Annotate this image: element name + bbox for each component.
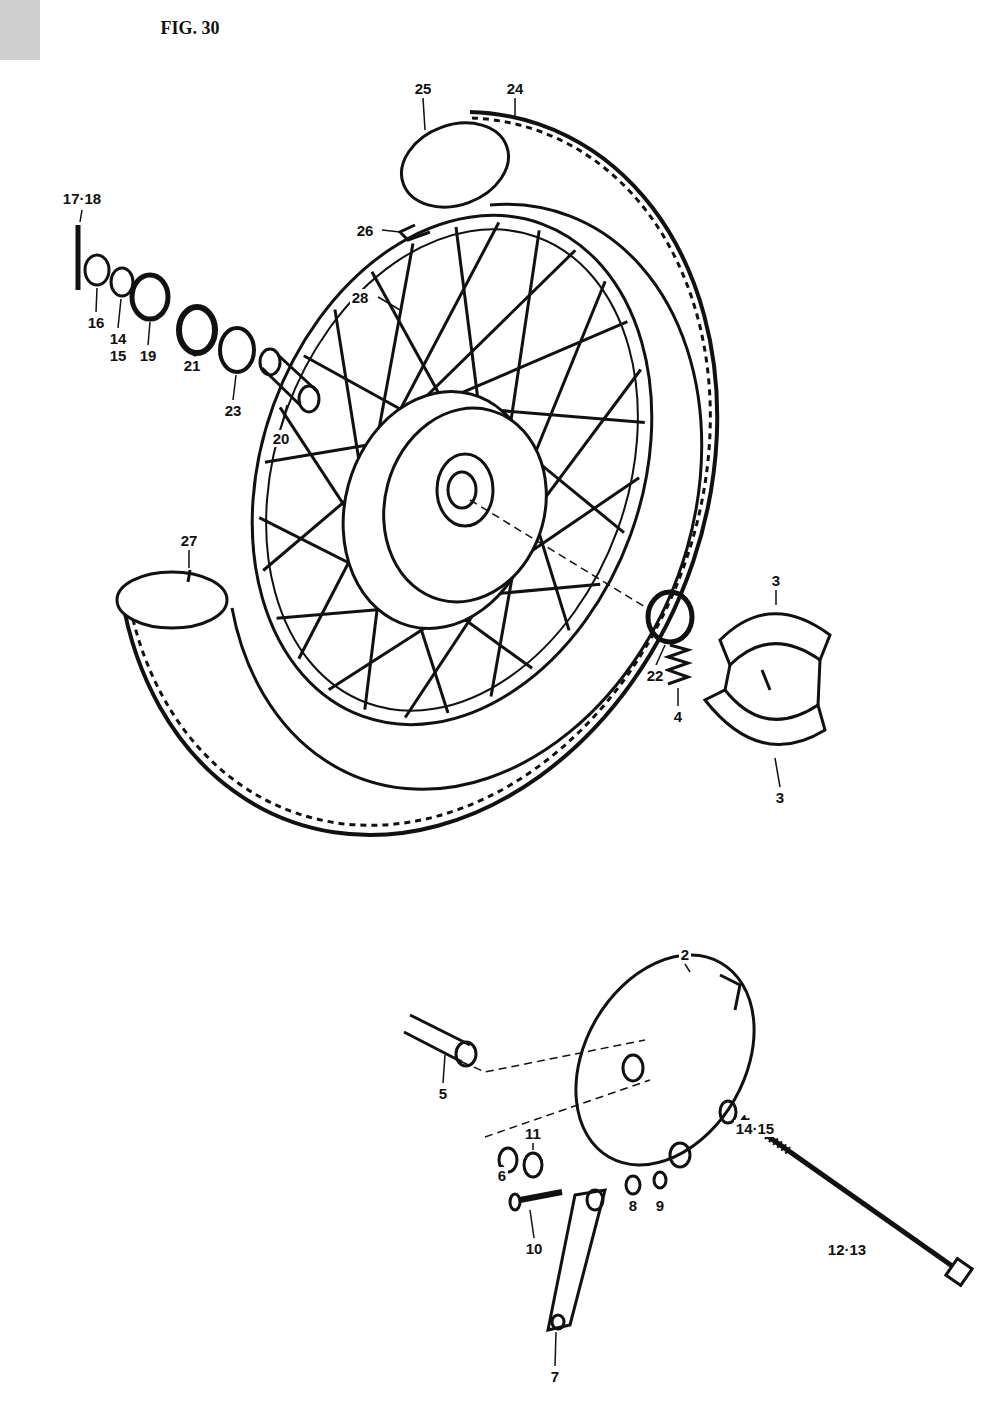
callout-number: 2 <box>679 946 691 963</box>
callout-number: 21 <box>182 357 203 374</box>
callout-number: 6 <box>496 1167 508 1184</box>
callout-number: 11 <box>523 1125 543 1142</box>
callout-number: 8 <box>627 1197 639 1214</box>
callout-number: 19 <box>138 347 159 364</box>
spoke <box>372 272 445 405</box>
callout-number: 20 <box>271 430 292 447</box>
callout-number: 9 <box>654 1197 666 1214</box>
callout-number: 25 <box>413 80 434 97</box>
callout-number: 7 <box>549 1368 561 1385</box>
callout-number: 24 <box>505 80 526 97</box>
callout-number: 28 <box>350 289 371 306</box>
callout-number: 26 <box>355 222 376 239</box>
callout-number: 5 <box>437 1085 449 1102</box>
callout-number: 4 <box>672 708 684 725</box>
callout-number: 15 <box>108 347 129 364</box>
callout-number: 14 <box>108 330 129 347</box>
callout-number: 23 <box>223 402 244 419</box>
callout-number: 3 <box>770 572 782 589</box>
callout-number: 3 <box>774 789 786 806</box>
callout-number: 27 <box>179 532 200 549</box>
callout-number: 22 <box>645 667 666 684</box>
callout-number: 14·15 <box>734 1120 776 1137</box>
callout-number: 10 <box>524 1240 545 1257</box>
callout-number: 16 <box>86 314 107 331</box>
callout-number: 17·18 <box>61 190 103 207</box>
figure-title: FIG. 30 <box>158 18 221 39</box>
callout-number: 12·13 <box>826 1241 868 1258</box>
spoke <box>304 356 411 415</box>
